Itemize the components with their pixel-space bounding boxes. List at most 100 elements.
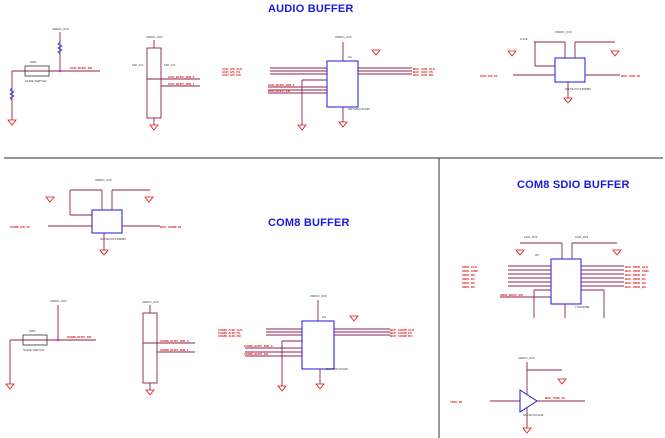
sdio-in-signal: SDIO_CLK xyxy=(462,265,478,269)
com8-ic-wiring xyxy=(245,300,390,386)
audio-ic-en: AUD_BUFF_EN xyxy=(268,89,290,93)
junction-dot xyxy=(58,69,62,73)
audio-buffer-ic xyxy=(326,60,359,108)
ground-icon xyxy=(315,383,325,390)
com8-ic-vcc: VDDIO_3V3 xyxy=(310,294,327,298)
ground-icon xyxy=(610,50,620,57)
com8-single-wiring xyxy=(48,189,160,250)
audio-switch-val: SLIDE SWITCH xyxy=(25,79,46,83)
audio-ic-dir0: AUD_BUFF_DIR_0 xyxy=(268,83,295,87)
trig-buffer-ic xyxy=(519,389,538,413)
com8-sdio-buffer-title: COM8 SDIO BUFFER xyxy=(517,179,630,191)
ground-icon xyxy=(338,121,348,128)
com8-out-signal: BUF_COM8_CLK xyxy=(390,328,415,332)
ground-icon xyxy=(563,97,573,104)
ground-icon xyxy=(371,49,381,56)
audio-out-signal: BUF_AUD_DO xyxy=(413,73,434,77)
sdio-ldo-a: LDO_3V3 xyxy=(524,235,538,239)
sdio-ic-ref: U5 xyxy=(535,253,539,257)
resistor-icon xyxy=(9,87,15,101)
ground-icon xyxy=(349,315,359,322)
com8-single-ic xyxy=(91,209,123,234)
trig-vcc: VDDIO_3V3 xyxy=(518,356,535,360)
com8-en-net: COM8_BUFF_EN xyxy=(67,335,91,339)
ground-icon xyxy=(557,378,567,385)
ground-icon xyxy=(7,119,17,126)
audio-ic-vcc: VDDIO_3V3 xyxy=(335,35,352,39)
com8-dir1-net: COM8_BUFF_DIR_1 xyxy=(160,348,189,352)
audio-switch-vcc: VDDIO_3V3 xyxy=(52,27,69,31)
sdio-ic-wiring xyxy=(500,242,624,318)
trig-in-signal: TRIG_IN xyxy=(450,400,462,404)
sdio-out-signal: BUF_SDIO_CLK xyxy=(625,265,649,269)
ground-icon xyxy=(144,196,154,203)
res-value: 10K_1% xyxy=(132,63,144,67)
com8-switch xyxy=(22,334,48,346)
trig-out-signal: BUF_TRIG_IN xyxy=(545,396,565,400)
audio-single-vcc: VDDIO_3V3 xyxy=(555,30,572,34)
audio-switch-circuit xyxy=(11,32,100,120)
sdio-out-signal: BUF_SDIO_D0 xyxy=(625,273,646,277)
resistor-icon xyxy=(57,41,63,55)
com8-single-out: BUF_COM8_DI xyxy=(160,225,181,229)
audio-switch xyxy=(24,65,50,77)
trig-buffer-wiring xyxy=(490,362,585,428)
audio-ic-pn: SN74AVC4T245 xyxy=(348,107,370,111)
ground-icon xyxy=(612,249,622,256)
audio-single-wiring xyxy=(513,41,620,98)
audio-ic-wiring xyxy=(268,42,412,125)
sdio-en-net: SDIO_BUFF_EN xyxy=(500,293,523,297)
sdio-out-signal: BUF_SDIO_D2 xyxy=(625,281,646,285)
audio-in-signal: AUD_I2S_CLK xyxy=(222,67,243,71)
audio-buffer-title: AUDIO BUFFER xyxy=(268,3,354,15)
audio-dir0-net: AUD_BUFF_DIR_0 xyxy=(168,75,195,79)
ground-icon xyxy=(515,249,525,256)
com8-in-signal: COM8_AUD_CLK xyxy=(218,328,244,332)
ground-icon xyxy=(277,385,287,392)
divider-vcc: VDDIO_3V3 xyxy=(146,35,163,39)
audio-dir1-net: AUD_BUFF_DIR_1 xyxy=(168,82,195,86)
com8-switch-vcc: VDDIO_3V3 xyxy=(50,299,67,303)
sdio-ic-pn: TXS0108E xyxy=(575,305,590,309)
ground-icon xyxy=(145,389,155,396)
com8-single-vcc: VDDIO_3V3 xyxy=(95,178,112,182)
com8-ic-pn: SN74AVC4T245 xyxy=(326,367,348,371)
sdio-in-signal: SDIO_D2 xyxy=(462,281,475,285)
sdio-in-signal: SDIO_D1 xyxy=(462,277,475,281)
com8-dir0-net: COM8_BUFF_DIR_0 xyxy=(160,339,189,343)
sdio-in-signal: SDIO_D0 xyxy=(462,273,475,277)
res-value: 10K_1% xyxy=(164,63,176,67)
ground-icon xyxy=(99,249,109,256)
com8-in-signal: COM8_AUD_DO xyxy=(218,334,242,338)
sdio-buffer-ic xyxy=(550,258,582,305)
com8-buffer-ic xyxy=(301,320,335,370)
ground-icon xyxy=(297,124,307,131)
com8-ic-en: COM8_BUFF_EN xyxy=(244,352,268,356)
com8-single-in: COM8_I2S_DI xyxy=(10,225,30,229)
audio-ic-ref: U1 xyxy=(348,55,352,59)
audio-switch-ref: SW1 xyxy=(30,60,37,64)
audio-en-net: AUD_BUFF_EN xyxy=(70,66,92,70)
sdio-in-signal: SDIO_CMD xyxy=(462,269,479,273)
com8-switch-val: SLIDE SWITCH xyxy=(23,348,44,352)
com8-out-signal: BUF_COM8_DO xyxy=(390,334,413,338)
com8-out-signal: BUF_COM8_FS xyxy=(390,331,412,335)
sdio-out-signal: BUF_SDIO_CMD xyxy=(625,269,650,273)
ground-icon xyxy=(45,196,55,203)
audio-single-out: BUF_AUD_DI xyxy=(621,74,640,78)
audio-single-pn: SN74LVC1T45DBV xyxy=(565,87,591,91)
com8-buffer-title: COM8 BUFFER xyxy=(268,217,350,229)
sdio-out-signal: BUF_SDIO_D3 xyxy=(625,285,646,289)
audio-single-ic xyxy=(554,57,586,83)
audio-single-in: AUD_I2S_DI xyxy=(480,74,498,78)
audio-in-signal: AUD_I2S_DO xyxy=(222,73,242,77)
com8-switch-circuit xyxy=(9,305,96,384)
com8-switch-ref: SW2 xyxy=(29,329,36,333)
com8-in-signal: COM8_AUD_FS xyxy=(218,331,240,335)
audio-in-signal: AUD_I2S_FS xyxy=(222,70,240,74)
audio-dir-divider xyxy=(146,40,200,125)
audio-out-signal: BUF_AUD_CLK xyxy=(413,67,436,71)
ground-icon xyxy=(507,50,517,57)
sdio-in-signal: SDIO_D3 xyxy=(462,285,475,289)
